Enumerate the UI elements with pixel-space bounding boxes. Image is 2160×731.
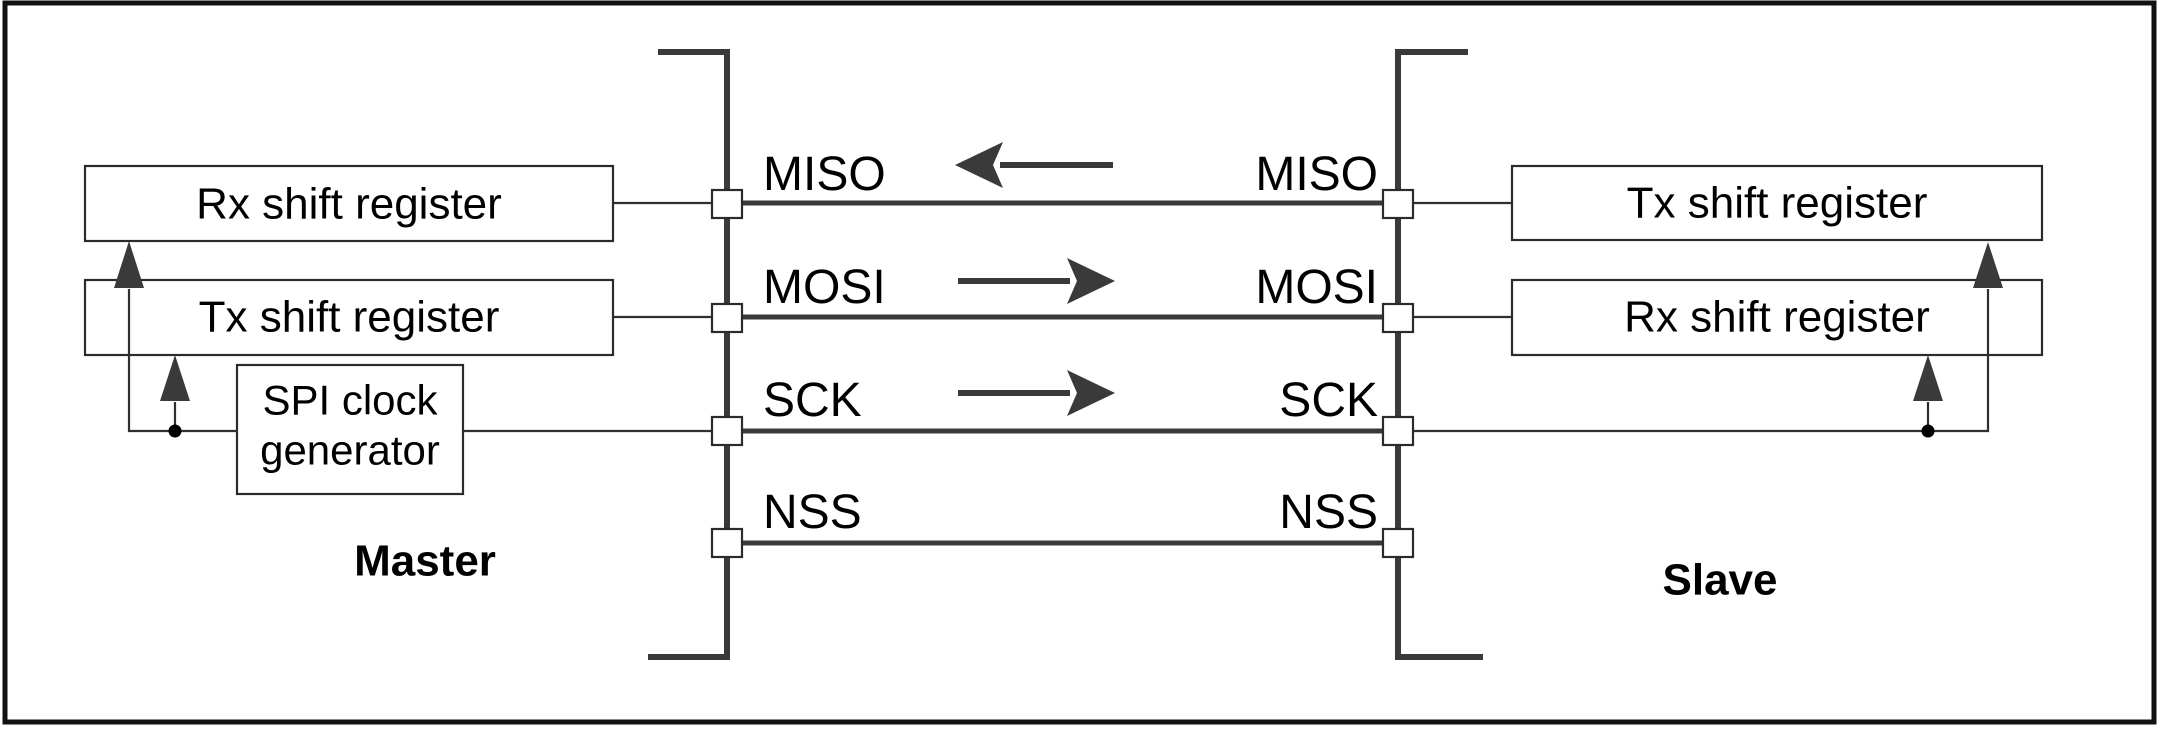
slave-miso-pad [1381, 188, 1415, 220]
master-nss-pad [710, 527, 744, 559]
master-rx-box-label: Rx shift register [196, 180, 502, 229]
slave-mosi-pin-label: MOSI [1255, 261, 1378, 314]
slave-rx-box-label: Rx shift register [1624, 293, 1930, 342]
clock-arrowhead-into-slave-rx [1913, 355, 1943, 401]
master-tx-shift-register-box [83, 278, 615, 357]
slave-sck-pin-label: SCK [1279, 374, 1378, 427]
slave-tx-shift-register-box [1510, 164, 2044, 242]
slave-nss-pad [1381, 527, 1415, 559]
spi-clock-generator-label-line1: SPI clock [262, 377, 438, 424]
miso-direction-arrow-left [955, 142, 1113, 188]
connection-lines [127, 201, 1990, 433]
master-section-label: Master [354, 537, 496, 586]
master-tx-box-label: Tx shift register [199, 293, 500, 342]
clock-arrowheads [114, 241, 2003, 401]
master-sck-pin-label: SCK [763, 374, 862, 427]
connector-pads [710, 188, 1415, 559]
master-pin-header-bracket [648, 49, 730, 660]
slave-sck-pad [1381, 415, 1415, 447]
slave-tx-box-label: Tx shift register [1627, 179, 1928, 228]
function-blocks [83, 164, 2044, 496]
master-rx-shift-register-box [83, 164, 615, 243]
mosi-direction-arrow-right [958, 258, 1115, 304]
junction-dots [168, 424, 1935, 438]
master-miso-pin-label: MISO [763, 148, 886, 201]
slave-pin-header-bracket [1395, 49, 1483, 660]
master-mosi-pad [710, 302, 744, 334]
clock-arrowhead-into-master-tx [160, 355, 190, 401]
master-miso-pad [710, 188, 744, 220]
master-mosi-pin-label: MOSI [763, 261, 886, 314]
clock-arrowhead-into-master-rx [114, 241, 144, 288]
spi-clock-generator-label-line2: generator [260, 427, 440, 474]
slave-section-label: Slave [1663, 556, 1778, 605]
direction-arrows [955, 142, 1115, 416]
spi-clock-generator-box [235, 363, 465, 496]
master-sck-pad [710, 415, 744, 447]
slave-miso-pin-label: MISO [1255, 148, 1378, 201]
sck-direction-arrow-right [958, 370, 1115, 416]
master-nss-pin-label: NSS [763, 486, 862, 539]
pin-header-brackets [648, 49, 1483, 660]
clock-arrowhead-into-slave-tx [1973, 242, 2003, 288]
labels: Rx shift register Tx shift register SPI … [196, 148, 1930, 605]
sck-pad-to-slave-clock-line [1413, 289, 1990, 433]
slave-rx-shift-register-box [1510, 278, 2044, 357]
master-clock-junction-dot [168, 424, 182, 438]
signal-wires [742, 200, 1383, 546]
slave-nss-pin-label: NSS [1279, 486, 1378, 539]
master-clock-branch-line [127, 289, 237, 433]
slave-mosi-pad [1381, 302, 1415, 334]
slave-clock-junction-dot [1921, 424, 1935, 438]
